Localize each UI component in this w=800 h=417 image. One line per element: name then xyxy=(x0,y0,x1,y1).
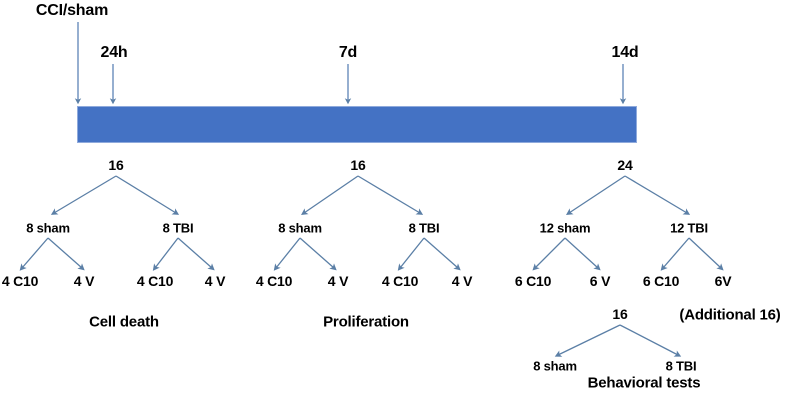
timeline-label-14d: 14d xyxy=(611,44,639,61)
tree-behavioral-tests-tbi: 8 TBI xyxy=(665,358,697,374)
tree-behavioral-allocation-tbi-v: 6V xyxy=(714,273,732,289)
tree-proliferation-tbi-v: 4 V xyxy=(451,273,473,289)
timeline-label-24h: 24h xyxy=(100,44,128,61)
tree-proliferation-caption: Proliferation xyxy=(323,313,409,331)
tree-proliferation-group-sham: 8 sham xyxy=(278,220,322,236)
tree-behavioral-allocation-group-sham: 12 sham xyxy=(539,220,591,236)
tree-behavioral-allocation-sham-c10: 6 C10 xyxy=(514,273,552,289)
note-additional-16: (Additional 16) xyxy=(679,306,781,324)
tree-proliferation-group-tbi: 8 TBI xyxy=(408,220,440,236)
tree-cell-death-sham-v: 4 V xyxy=(73,273,95,289)
tree-behavioral-allocation-tbi-c10: 6 C10 xyxy=(642,273,680,289)
tree-cell-death-tbi-v: 4 V xyxy=(204,273,226,289)
tree-proliferation-tbi-c10: 4 C10 xyxy=(381,273,419,289)
tree-behavioral-tests-root: 16 xyxy=(612,306,628,322)
tree-proliferation-sham-c10: 4 C10 xyxy=(255,273,293,289)
timeline-label-cci-sham: CCI/sham xyxy=(35,2,109,19)
tree-cell-death-caption: Cell death xyxy=(89,313,159,331)
tree-connectors-behavioral-tests xyxy=(554,324,682,357)
tree-cell-death-tbi-c10: 4 C10 xyxy=(136,273,174,289)
timeline-bar xyxy=(77,106,637,143)
tree-cell-death-root: 16 xyxy=(108,157,124,173)
tree-cell-death-sham-c10: 4 C10 xyxy=(1,273,39,289)
tree-behavioral-tests-sham: 8 sham xyxy=(533,358,577,374)
tree-behavioral-tests-caption: Behavioral tests xyxy=(587,374,701,392)
tree-proliferation-sham-v: 4 V xyxy=(327,273,349,289)
tree-proliferation-root: 16 xyxy=(350,157,366,173)
tree-behavioral-allocation-group-tbi: 12 TBI xyxy=(670,220,708,236)
tree-cell-death-group-sham: 8 sham xyxy=(26,220,70,236)
tree-behavioral-allocation-sham-v: 6 V xyxy=(589,273,611,289)
timeline-label-7d: 7d xyxy=(338,44,358,61)
tree-behavioral-allocation-root: 24 xyxy=(617,157,633,173)
tree-cell-death-group-tbi: 8 TBI xyxy=(162,220,194,236)
